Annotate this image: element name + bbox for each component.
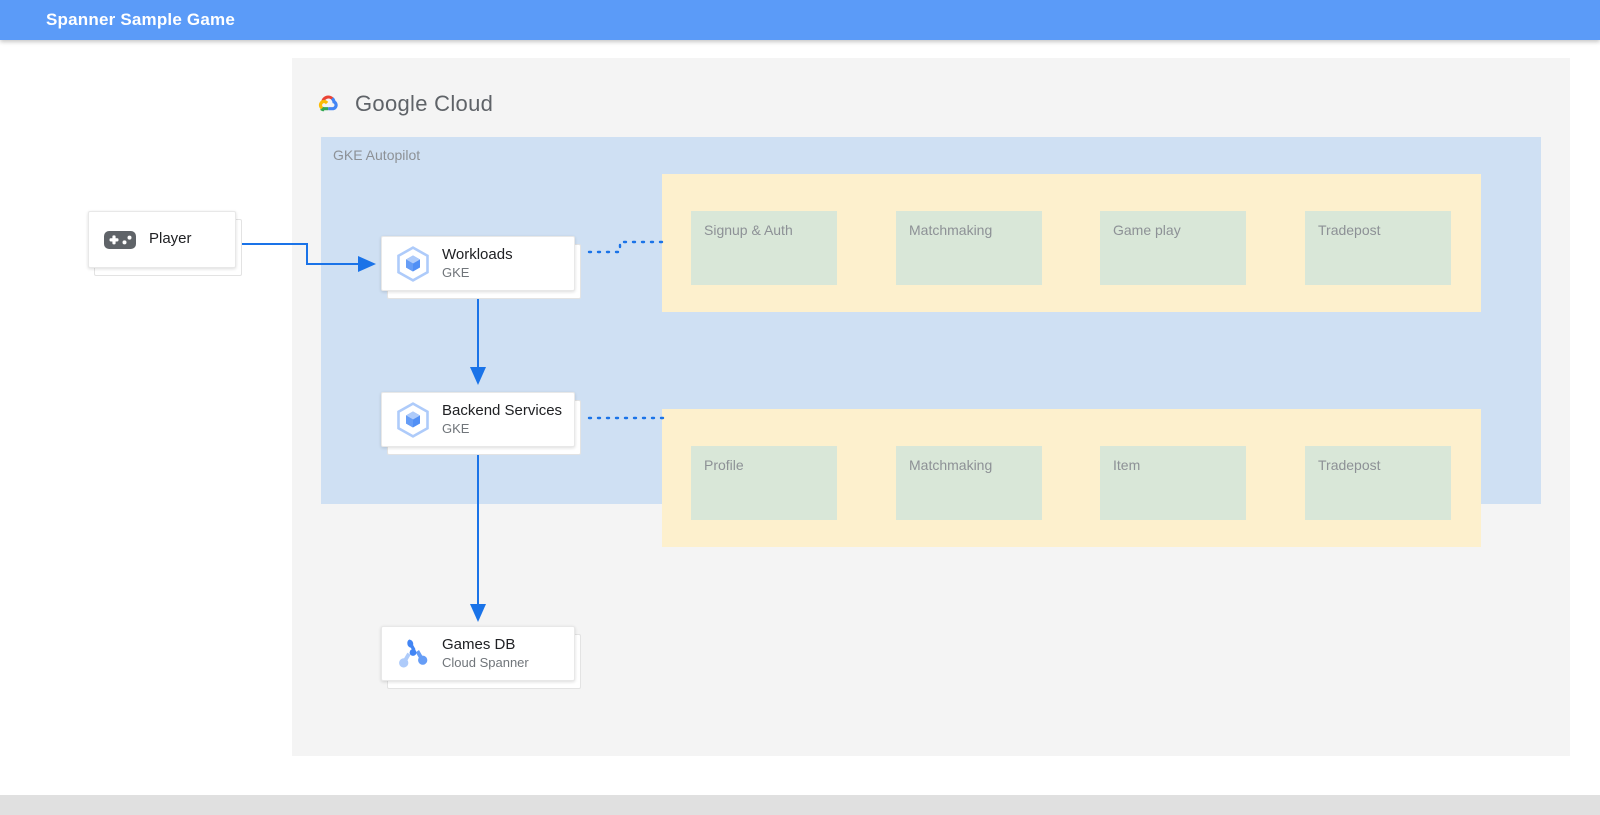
gke-hexagon-icon — [394, 245, 432, 283]
node-title: Workloads — [442, 246, 513, 263]
service-box-label: Game play — [1113, 222, 1181, 238]
service-box-label: Matchmaking — [909, 222, 993, 238]
service-box: Tradepost — [1305, 211, 1451, 285]
card[interactable]: Player — [88, 211, 236, 268]
node-games-db[interactable]: Games DB Cloud Spanner — [381, 626, 581, 689]
service-box: Tradepost — [1305, 446, 1451, 520]
google-cloud-logo-icon — [311, 91, 343, 117]
service-box-label: Profile — [704, 457, 744, 473]
service-box-label: Matchmaking — [909, 457, 993, 473]
node-title: Player — [149, 230, 192, 248]
google-cloud-logo: Google Cloud — [311, 91, 493, 117]
node-text: Backend Services GKE — [442, 402, 562, 437]
node-text: Workloads GKE — [442, 246, 513, 281]
service-box-label: Tradepost — [1318, 222, 1381, 238]
app-bar: Spanner Sample Game — [0, 0, 1600, 40]
service-box: Matchmaking — [896, 211, 1042, 285]
google-cloud-wordmark: Google Cloud — [355, 91, 493, 117]
node-subtitle: GKE — [442, 264, 470, 280]
service-box: Matchmaking — [896, 446, 1042, 520]
gke-autopilot-region: GKE Autopilot Signup & Auth Matchmaking … — [321, 137, 1541, 547]
node-text: Player — [149, 230, 192, 249]
service-box: Game play — [1100, 211, 1246, 285]
node-text: Games DB Cloud Spanner — [442, 636, 529, 671]
gke-hexagon-icon — [394, 401, 432, 439]
gke-autopilot-label: GKE Autopilot — [333, 147, 421, 163]
card[interactable]: Workloads GKE — [381, 236, 575, 291]
wordmark-cloud: Cloud — [434, 91, 494, 116]
bottom-strip — [0, 795, 1600, 815]
cloud-spanner-icon — [394, 635, 432, 673]
service-box-label: Item — [1113, 457, 1141, 473]
node-subtitle: GKE — [442, 420, 470, 436]
node-subtitle: Cloud Spanner — [442, 654, 529, 670]
service-box: Profile — [691, 446, 837, 520]
card[interactable]: Backend Services GKE — [381, 392, 575, 447]
service-box-label: Signup & Auth — [704, 222, 793, 238]
node-workloads[interactable]: Workloads GKE — [381, 236, 581, 299]
node-title: Backend Services — [442, 402, 563, 419]
service-box-label: Tradepost — [1318, 457, 1381, 473]
gamepad-icon — [101, 221, 139, 259]
service-box: Item — [1100, 446, 1246, 520]
service-box: Signup & Auth — [691, 211, 837, 285]
node-title: Games DB — [442, 636, 516, 653]
service-group-backend: Profile Matchmaking Item Tradepost — [662, 409, 1481, 547]
wordmark-google: Google — [355, 91, 428, 116]
card[interactable]: Games DB Cloud Spanner — [381, 626, 575, 681]
service-group-workloads: Signup & Auth Matchmaking Game play Trad… — [662, 174, 1481, 312]
app-title: Spanner Sample Game — [46, 10, 235, 29]
node-player[interactable]: Player — [88, 211, 242, 276]
node-backend-services[interactable]: Backend Services GKE — [381, 392, 581, 455]
